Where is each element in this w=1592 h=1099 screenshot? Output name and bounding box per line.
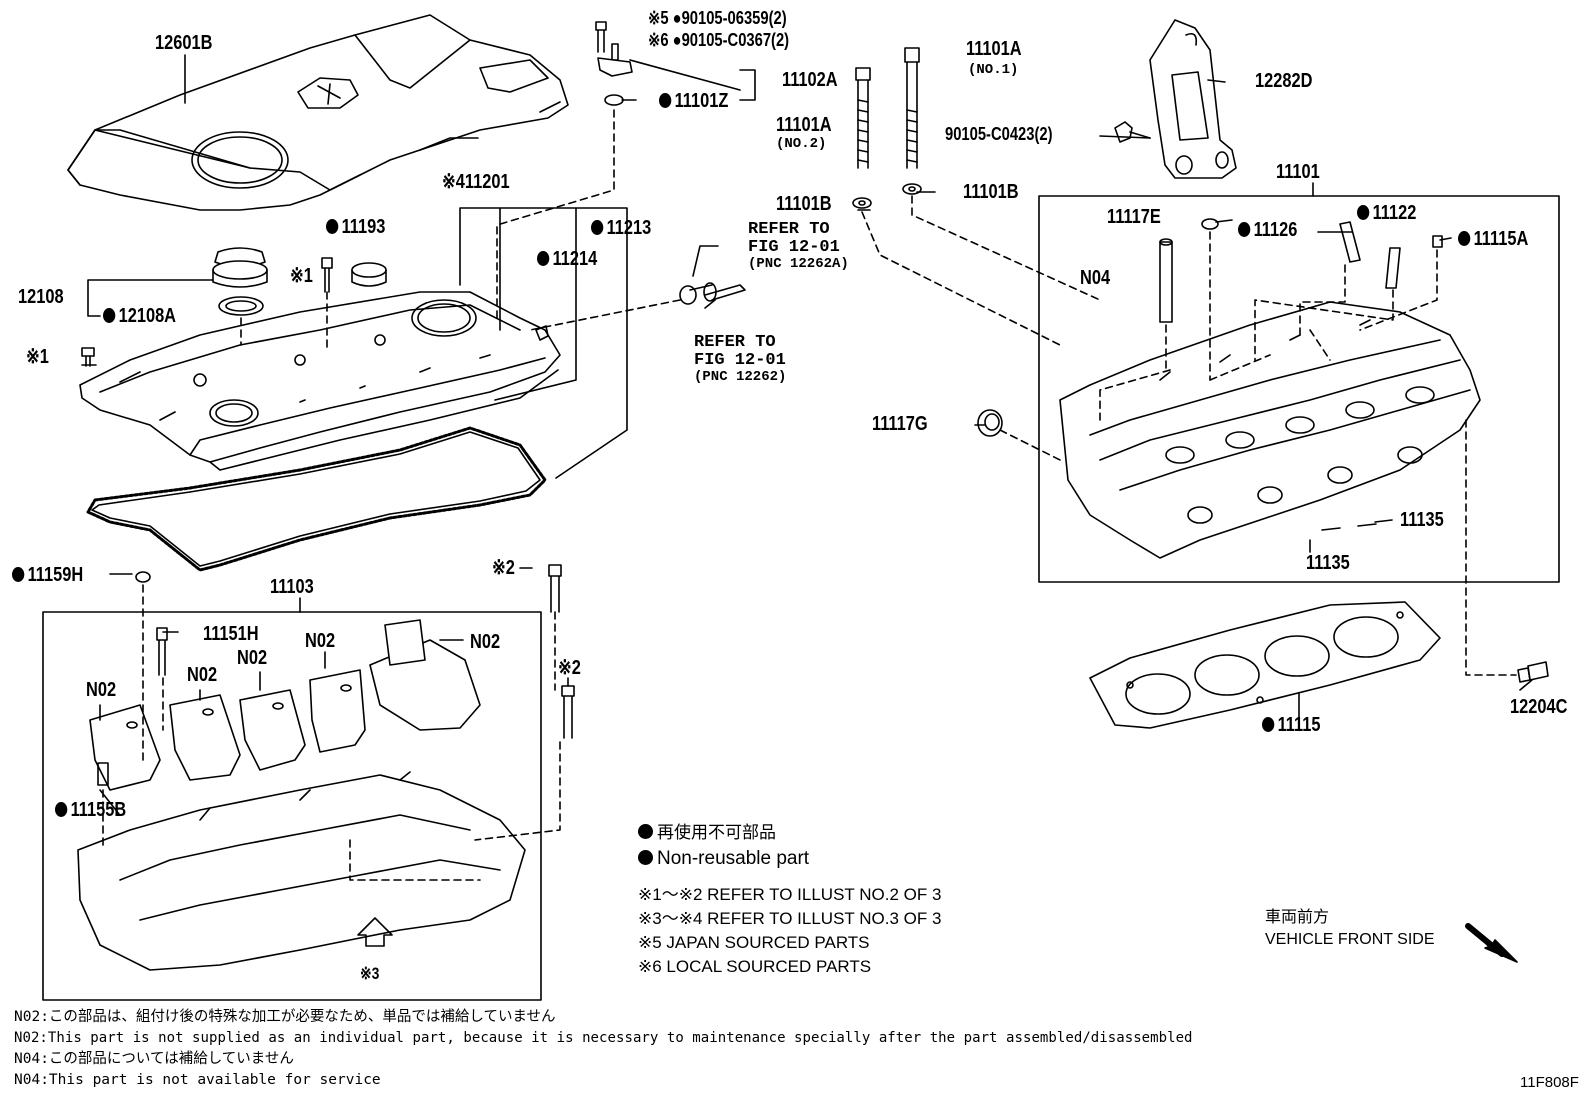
part-label-11201[interactable]: ※411201 bbox=[442, 171, 510, 193]
cylinder-head-gasket bbox=[1089, 601, 1441, 729]
part-label-12108[interactable]: 12108 bbox=[18, 286, 64, 308]
valve-cover bbox=[79, 291, 561, 471]
legend-nonreusable-en: Non-reusable part bbox=[638, 849, 809, 868]
part-label-11101B[interactable]: 11101B bbox=[963, 181, 1019, 203]
part-note-no1: (NO.1) bbox=[968, 62, 1019, 78]
part-label-n04[interactable]: N04 bbox=[1080, 267, 1111, 289]
note-n04-jp: N04:この部品については補給していません bbox=[14, 1051, 294, 1067]
part-label-11103[interactable]: 11103 bbox=[270, 576, 314, 598]
part-label-11155B[interactable]: 11155B bbox=[55, 800, 126, 820]
legend-front-en: VEHICLE FRONT SIDE bbox=[1265, 931, 1435, 948]
legend-ref-6: ※6 LOCAL SOURCED PARTS bbox=[638, 957, 872, 976]
part-label-n02[interactable]: N02 bbox=[86, 679, 117, 701]
part-label-n02[interactable]: N02 bbox=[305, 630, 336, 652]
non-reusable-dot-icon bbox=[55, 802, 68, 817]
part-label-11101Z[interactable]: 11101Z bbox=[659, 91, 728, 111]
refer-to-fig-12262[interactable]: REFER TO FIG 12-01 (PNC 12262) bbox=[694, 333, 787, 385]
legend-nonreusable-jp: 再使用不可部品 bbox=[638, 824, 776, 841]
non-reusable-dot-icon bbox=[591, 220, 604, 235]
part-label-11101[interactable]: 11101 bbox=[1276, 161, 1320, 183]
part-label-11193[interactable]: 11193 bbox=[326, 217, 385, 237]
figure-code: 11F808F bbox=[1520, 1074, 1579, 1091]
non-reusable-dot-icon bbox=[326, 219, 339, 234]
camshaft-housing bbox=[77, 774, 526, 971]
part-label-11115[interactable]: 11115 bbox=[1262, 715, 1320, 735]
non-reusable-dot-icon bbox=[1238, 222, 1251, 237]
part-label-11102A[interactable]: 11102A bbox=[782, 69, 838, 91]
part-label-11122[interactable]: 11122 bbox=[1357, 203, 1416, 223]
part-label-11135[interactable]: 11135 bbox=[1400, 509, 1444, 531]
reference-mark-3: ※3 bbox=[360, 964, 380, 983]
cylinder-head-group-box bbox=[1038, 195, 1560, 583]
part-label-11101A-no1[interactable]: 11101A bbox=[966, 38, 1022, 60]
legend-ref-5: ※5 JAPAN SOURCED PARTS bbox=[638, 933, 870, 952]
part-label-11159H[interactable]: 11159H bbox=[12, 565, 83, 585]
part-label-n02[interactable]: N02 bbox=[187, 664, 218, 686]
legend-front-jp: 車両前方 bbox=[1265, 909, 1330, 926]
part-label-90105-C0367[interactable]: ※6 ●90105-C0367(2) bbox=[648, 30, 790, 50]
non-reusable-dot-icon bbox=[537, 251, 550, 266]
part-label-90105-06359[interactable]: ※5 ●90105-06359(2) bbox=[648, 8, 787, 28]
non-reusable-dot-icon bbox=[1458, 231, 1471, 246]
part-label-12204C[interactable]: 12204C bbox=[1510, 696, 1568, 718]
reference-mark-1: ※1 bbox=[26, 346, 49, 368]
reference-mark-1: ※1 bbox=[290, 265, 313, 287]
part-label-11117E[interactable]: 11117E bbox=[1107, 206, 1161, 228]
note-n02-jp: N02:この部品は、組付け後の特殊な加工が必要なため、単品では補給していません bbox=[14, 1009, 556, 1025]
part-note-no2: (NO.2) bbox=[776, 136, 827, 152]
part-label-11115A[interactable]: 11115A bbox=[1458, 229, 1528, 249]
part-label-12108A[interactable]: 12108A bbox=[103, 306, 176, 326]
legend-ref-3-4: ※3～※4 REFER TO ILLUST NO.3 OF 3 bbox=[638, 909, 942, 928]
non-reusable-dot-icon bbox=[103, 308, 116, 323]
refer-to-fig-12262A[interactable]: REFER TO FIG 12-01 (PNC 12262A) bbox=[748, 220, 849, 272]
part-label-90105-C0423[interactable]: 90105-C0423(2) bbox=[945, 124, 1053, 144]
part-label-n02[interactable]: N02 bbox=[237, 647, 268, 669]
engine-cover bbox=[67, 14, 569, 211]
part-label-11151H[interactable]: 11151H bbox=[203, 623, 259, 645]
part-label-12601B[interactable]: 12601B bbox=[155, 32, 213, 54]
note-n04-en: N04:This part is not available for servi… bbox=[14, 1072, 381, 1088]
reference-mark-2: ※2 bbox=[558, 657, 581, 679]
non-reusable-dot-icon bbox=[638, 824, 653, 839]
part-label-11213[interactable]: 11213 bbox=[591, 218, 651, 238]
non-reusable-dot-icon bbox=[1262, 717, 1275, 732]
note-n02-en: N02:This part is not supplied as an indi… bbox=[14, 1030, 1193, 1046]
part-label-11126[interactable]: 11126 bbox=[1238, 220, 1297, 240]
engine-hanger-bracket bbox=[1149, 19, 1237, 179]
non-reusable-dot-icon bbox=[12, 567, 25, 582]
part-label-11101B[interactable]: 11101B bbox=[776, 193, 832, 215]
legend-ref-1-2: ※1～※2 REFER TO ILLUST NO.2 OF 3 bbox=[638, 885, 942, 904]
valve-cover-gasket bbox=[86, 426, 547, 572]
camshaft-housing-box bbox=[42, 611, 542, 1001]
non-reusable-dot-icon bbox=[659, 93, 672, 108]
part-label-11101A-no2[interactable]: 11101A bbox=[776, 114, 832, 136]
part-label-n02[interactable]: N02 bbox=[470, 631, 501, 653]
reference-mark-2: ※2 bbox=[492, 557, 515, 579]
cylinder-head bbox=[1059, 301, 1481, 559]
part-label-11214[interactable]: 11214 bbox=[537, 249, 597, 269]
non-reusable-dot-icon bbox=[638, 850, 653, 865]
part-label-11135[interactable]: 11135 bbox=[1306, 552, 1350, 574]
part-label-11117G[interactable]: 11117G bbox=[872, 413, 928, 435]
part-label-12282D[interactable]: 12282D bbox=[1255, 70, 1313, 92]
non-reusable-dot-icon bbox=[1357, 205, 1370, 220]
